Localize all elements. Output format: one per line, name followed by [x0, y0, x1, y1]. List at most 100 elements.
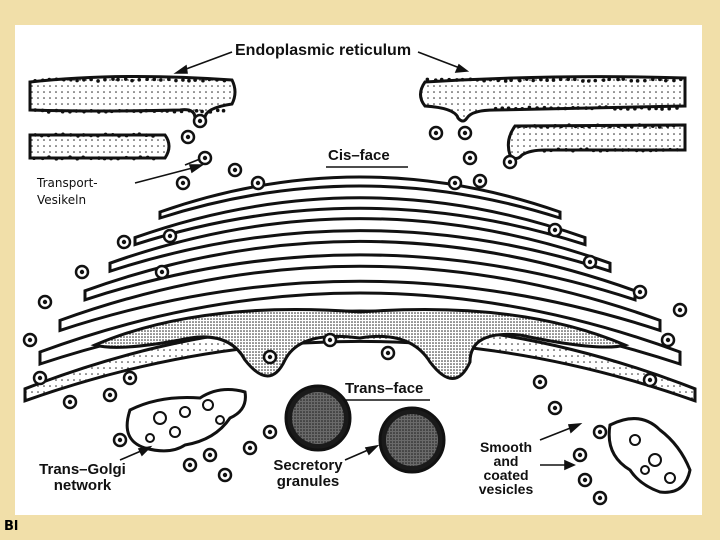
ribosome — [216, 109, 220, 113]
ribosome — [97, 156, 101, 160]
ribosome — [658, 125, 662, 129]
ribosome — [215, 78, 219, 82]
ribosome — [553, 124, 557, 128]
ribosome — [599, 149, 603, 153]
ribosome — [104, 110, 108, 114]
ribosome — [130, 79, 134, 83]
vesicle-core — [453, 181, 457, 185]
ribosome — [621, 77, 625, 81]
ribosome — [104, 133, 108, 137]
ribosome — [137, 78, 141, 82]
ribosome — [602, 78, 606, 82]
vesicle-core — [256, 181, 260, 185]
ribosome — [76, 134, 80, 138]
ribosome — [545, 78, 549, 82]
ribosome — [630, 125, 634, 129]
trans-golgi-network-right — [609, 419, 690, 493]
ribosome — [82, 110, 86, 114]
ribosome — [546, 125, 550, 129]
ribosome — [643, 79, 647, 83]
ribosome — [571, 106, 575, 110]
ribosome — [81, 156, 85, 160]
ribosome — [619, 107, 623, 111]
ribosome — [580, 125, 584, 129]
ribosome — [647, 107, 651, 111]
ribosome — [604, 105, 608, 109]
ribosome — [139, 155, 143, 159]
vesicle-core — [434, 131, 438, 135]
label-cis-face: Cis–face — [328, 148, 390, 163]
label-smooth-coated-vesicles-line3: coated — [468, 468, 544, 482]
vesicle-core — [268, 355, 272, 359]
label-smooth-coated-vesicles: Smooth and coated vesicles — [468, 440, 544, 496]
ribosome — [118, 109, 122, 113]
vesicle-core — [233, 168, 237, 172]
ribosome — [152, 78, 156, 82]
ribosome — [223, 79, 227, 83]
ribosome — [195, 109, 199, 113]
ribosome — [125, 156, 129, 160]
ribosome — [629, 79, 633, 83]
ribosome — [593, 79, 597, 83]
ribosome — [54, 133, 58, 137]
ribosome — [426, 78, 430, 82]
er-sheet-middle-right — [508, 125, 685, 159]
ribosome — [61, 110, 65, 114]
ribosome — [165, 109, 169, 113]
label-trans-golgi-network-line1: Trans–Golgi — [30, 462, 135, 478]
vesicle-core — [598, 430, 602, 434]
ribosome — [518, 125, 522, 129]
ribosome — [626, 107, 630, 111]
ribosome — [187, 79, 191, 83]
ribosome — [590, 107, 594, 111]
ribosome — [507, 106, 511, 110]
ribosome — [151, 134, 155, 138]
ribosome — [567, 123, 571, 127]
ribosome — [109, 157, 113, 161]
ribosome — [144, 109, 148, 113]
ribosome — [571, 149, 575, 153]
ribosome — [592, 149, 596, 153]
ribosome — [41, 109, 45, 113]
ribosome — [153, 109, 157, 113]
ribosome — [627, 148, 631, 152]
ribosome — [145, 77, 149, 81]
ribosome — [651, 124, 655, 128]
vesicle-core — [168, 234, 172, 238]
ribosome — [613, 107, 617, 111]
ribosome — [585, 147, 589, 151]
ribosome — [560, 125, 564, 129]
secretory-granule-left — [286, 386, 350, 450]
ribosome — [602, 124, 606, 128]
ribosome — [200, 110, 204, 114]
ribosome — [209, 110, 213, 114]
vesicle-core — [598, 496, 602, 500]
ribosome — [518, 79, 522, 83]
label-smooth-coated-vesicles-line2: and — [468, 454, 544, 468]
ribosome — [47, 134, 51, 138]
ribosome — [533, 124, 537, 128]
ribosome — [55, 157, 59, 161]
ribosome — [152, 157, 156, 161]
ribosome — [528, 106, 532, 110]
ribosome — [566, 78, 570, 82]
ribosome — [103, 78, 107, 82]
ribosome — [496, 79, 500, 83]
ribosome — [539, 78, 543, 82]
ribosome — [579, 148, 583, 152]
ribosome — [500, 106, 504, 110]
ribosome — [139, 110, 143, 114]
ribosome — [605, 149, 609, 153]
ribosome — [117, 134, 121, 138]
ribosome — [180, 110, 184, 114]
vesicle-core — [28, 338, 32, 342]
vesicle-core — [678, 308, 682, 312]
label-transport-vesicles-line2: Vesikeln — [37, 192, 98, 209]
er-sheet-middle-left — [30, 135, 169, 158]
ribosome — [132, 133, 136, 137]
ribosome — [160, 109, 164, 113]
ribosome — [82, 78, 86, 82]
ribosome — [679, 77, 683, 81]
vesicle-core — [463, 131, 467, 135]
vesicle-core — [122, 240, 126, 244]
